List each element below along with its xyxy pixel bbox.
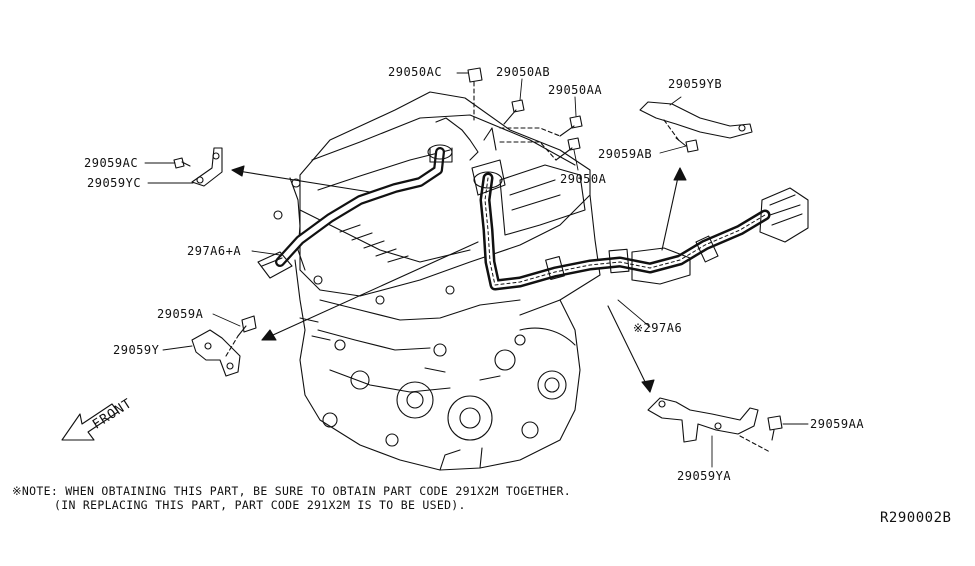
main-harness-297a6 (471, 127, 809, 291)
bolt-29059aa (767, 415, 783, 441)
note-line-1: ※NOTE: WHEN OBTAINING THIS PART, BE SURE… (12, 484, 571, 498)
label-29059a: 29059A (157, 307, 204, 321)
label-29059yc: 29059YC (87, 176, 142, 190)
label-29059yb: 29059YB (668, 77, 723, 91)
bracket-29059yc (191, 147, 223, 187)
leader-arrows (231, 165, 687, 393)
bolt-29050aa (559, 115, 583, 137)
bolt-29050a (555, 137, 581, 161)
label-29059ac: 29059AC (84, 156, 139, 170)
bolt-29050ab (503, 99, 525, 125)
label-29059y: 29059Y (113, 343, 160, 357)
label-29059ab: 29059AB (598, 147, 653, 161)
bracket-29059y (191, 329, 241, 377)
bolt-29059ac (173, 157, 191, 169)
bracket-29059yb (639, 101, 753, 139)
label-297a6: ※297A6 (633, 321, 683, 335)
label-29050ab: 29050AB (496, 65, 551, 79)
label-297a6a: 297A6+A (187, 244, 242, 258)
engine-assembly (273, 91, 601, 471)
front-direction-arrow (61, 403, 119, 441)
label-29059ya: 29059YA (677, 469, 732, 483)
bracket-29059ya (647, 397, 771, 453)
bolt-29050ac (467, 67, 483, 121)
dashed-guides (225, 119, 681, 357)
label-29050aa: 29050AA (548, 83, 603, 97)
label-29059aa: 29059AA (810, 417, 865, 431)
label-29050a: 29050A (560, 172, 607, 186)
label-leaders (144, 72, 809, 468)
bolt-29059ab (675, 137, 699, 153)
note-line-2: (IN REPLACING THIS PART, PART CODE 291X2… (54, 498, 466, 512)
reference-code: R290002B (880, 510, 952, 526)
sub-harness-297a6a (257, 117, 479, 279)
label-29050ac: 29050AC (388, 65, 443, 79)
bolt-29059a (237, 315, 257, 337)
